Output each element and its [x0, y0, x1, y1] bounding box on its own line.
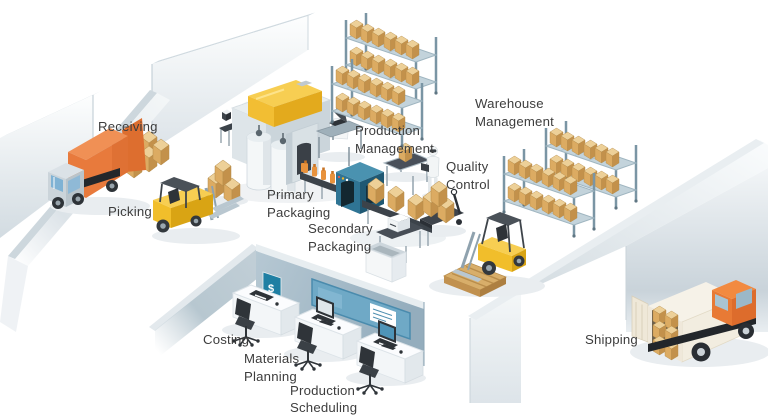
- label-quality-control-1: Quality: [446, 159, 489, 174]
- monitor-materials-planning: [316, 296, 334, 326]
- packing-station: [365, 214, 424, 283]
- label-quality-control-2: Control: [446, 177, 490, 192]
- monitor-production-scheduling: [378, 320, 396, 350]
- warehouse-forklift: [443, 212, 526, 297]
- label-warehouse-management-2: Management: [475, 114, 554, 129]
- label-production-management-1: Production: [355, 123, 420, 138]
- costing-board-symbol: $: [268, 283, 274, 295]
- label-picking: Picking: [108, 204, 152, 219]
- label-materials-planning-1: Materials: [244, 351, 300, 366]
- picking-forklift: [153, 159, 244, 233]
- label-secondary-packaging-2: Packaging: [308, 239, 371, 254]
- label-production-scheduling-1: Production: [290, 383, 355, 398]
- labels: Receiving Picking Primary Packaging Seco…: [98, 96, 638, 415]
- label-warehouse-management-1: Warehouse: [475, 96, 544, 111]
- shipping-truck: [631, 280, 756, 363]
- label-costing: Costing: [203, 332, 249, 347]
- label-primary-packaging-1: Primary: [267, 187, 314, 202]
- label-production-scheduling-2: Scheduling: [290, 400, 357, 415]
- primary-packaging-machine: [248, 80, 322, 127]
- label-receiving: Receiving: [98, 119, 158, 134]
- production-line: [219, 80, 464, 283]
- office-desks: [222, 284, 426, 396]
- label-secondary-packaging-1: Secondary: [308, 221, 373, 236]
- pallet-jack: [420, 180, 464, 229]
- label-primary-packaging-2: Packaging: [267, 205, 330, 220]
- label-shipping: Shipping: [585, 332, 638, 347]
- receiving-truck: [48, 118, 170, 209]
- loaded-boxes: [652, 305, 679, 361]
- shipping-truck-cab: [712, 280, 756, 326]
- label-production-management-2: Management: [355, 141, 434, 156]
- label-materials-planning-2: Planning: [244, 369, 297, 384]
- filling-cabinet: [286, 122, 319, 185]
